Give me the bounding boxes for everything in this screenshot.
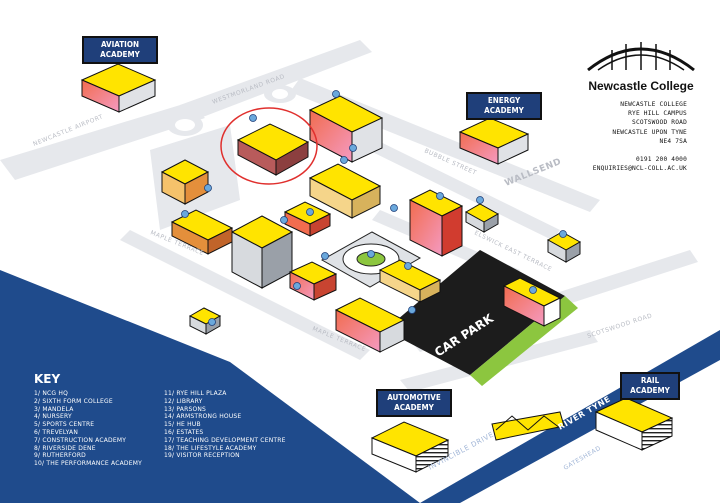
key-column-1: 1/ NCG HQ 2/ SIXTH FORM COLLEGE 3/ MANDE… (34, 390, 142, 468)
building-performance[interactable] (378, 259, 442, 303)
pin-icon[interactable] (181, 210, 189, 218)
road-airport (0, 102, 205, 180)
map-key: KEY 1/ NCG HQ 2/ SIXTH FORM COLLEGE 3/ M… (34, 372, 286, 468)
map-pins (116, 56, 567, 326)
key-item: 15/ HE HUB (163, 421, 201, 429)
pin-icon[interactable] (280, 216, 288, 224)
email-link[interactable]: ENQUIRIES@NCL-COLL.AC.UK (592, 165, 687, 173)
pin-icon[interactable] (529, 286, 537, 294)
key-item: 10/ THE PERFORMANCE ACADEMY (34, 460, 142, 468)
building-teaching-centre[interactable] (464, 203, 500, 233)
key-item: 9/ RUTHERFORD (34, 452, 87, 460)
college-name: Newcastle College (588, 79, 694, 93)
energy-academy-badge[interactable]: ENERGY ACADEMY (466, 92, 542, 120)
building-riverside-dene[interactable] (334, 297, 406, 353)
key-item: 16/ ESTATES (163, 428, 204, 436)
badge-line: ACADEMY (630, 386, 670, 395)
phone-number[interactable]: 0191 200 4000 (635, 156, 687, 164)
building-ncg-hq[interactable] (236, 123, 310, 176)
pin-icon[interactable] (321, 252, 329, 260)
building-automotive-academy[interactable] (370, 421, 450, 473)
badge-line: AUTOMOTIVE (387, 393, 441, 402)
pin-icon[interactable] (332, 90, 340, 98)
key-item: 4/ NURSERY (34, 413, 72, 421)
key-item: 12/ LIBRARY (163, 397, 203, 405)
key-item: 11/ RYE HILL PLAZA (163, 390, 227, 397)
road-bubble-street (352, 132, 560, 240)
key-item: 18/ THE LIFESTYLE ACADEMY (163, 444, 257, 452)
pin-icon[interactable] (476, 196, 484, 204)
address-line: NEWCASTLE COLLEGE (620, 101, 687, 108)
pin-icon[interactable] (408, 306, 416, 314)
road-maple-terrace (120, 230, 370, 360)
pin-icon[interactable] (306, 208, 314, 216)
building-sixth-form[interactable] (230, 215, 294, 289)
address-line: NE4 7SA (659, 137, 687, 145)
badge-line: ACADEMY (394, 403, 434, 412)
key-item: 5/ SPORTS CENTRE (34, 421, 95, 429)
pin-icon[interactable] (293, 282, 301, 290)
building-rutherford[interactable] (308, 163, 382, 219)
college-address: NEWCASTLE COLLEGE RYE HILL CAMPUS SCOTSW… (593, 100, 687, 173)
bridge-arch-logo-icon (587, 42, 695, 72)
building-estates[interactable] (546, 231, 582, 263)
building-trevelyan[interactable] (308, 95, 384, 163)
building-library[interactable] (288, 261, 338, 301)
address-line: SCOTSWOOD ROAD (632, 119, 687, 127)
address-line: RYE HILL CAMPUS (628, 110, 687, 118)
building-nursery[interactable] (160, 159, 210, 205)
key-item: 13/ PARSONS (163, 405, 207, 413)
pin-icon[interactable] (204, 184, 212, 192)
road-westmorland (180, 40, 372, 120)
badge-line: ENERGY (487, 96, 521, 105)
pin-icon[interactable] (249, 114, 257, 122)
pin-icon[interactable] (340, 156, 348, 164)
road-label: SCOTSWOOD ROAD (586, 312, 653, 340)
badge-line: ACADEMY (484, 106, 524, 115)
key-item: 8/ RIVERSIDE DENE (34, 444, 96, 452)
pin-icon[interactable] (349, 144, 357, 152)
key-item: 6/ TREVELYAN (34, 428, 79, 436)
building-energy-academy[interactable] (458, 117, 530, 165)
building-armstrong-tower[interactable] (408, 189, 464, 257)
key-item: 7/ CONSTRUCTION ACADEMY (34, 436, 127, 444)
aviation-academy-badge[interactable]: AVIATION ACADEMY (82, 36, 158, 64)
building-aviation-academy[interactable] (80, 63, 157, 113)
pin-icon[interactable] (559, 230, 567, 238)
key-item: 17/ TEACHING DEVELOPMENT CENTRE (163, 436, 286, 444)
pin-icon[interactable] (367, 250, 375, 258)
key-item: 19/ VISITOR RECEPTION (163, 452, 240, 460)
automotive-academy-badge[interactable]: AUTOMOTIVE ACADEMY (376, 389, 452, 417)
roundabouts (167, 85, 296, 136)
rye-hill-plaza[interactable] (320, 231, 422, 288)
key-item: 1/ NCG HQ (34, 390, 69, 397)
tyne-bridge (491, 411, 565, 441)
badge-line: ACADEMY (100, 50, 140, 59)
building-rail-academy[interactable] (594, 397, 674, 451)
pin-icon[interactable] (404, 262, 412, 270)
key-column-2: 11/ RYE HILL PLAZA 12/ LIBRARY 13/ PARSO… (164, 390, 286, 468)
river-region (0, 270, 420, 503)
key-item: 2/ SIXTH FORM COLLEGE (34, 397, 113, 405)
pin-icon[interactable] (208, 318, 216, 326)
key-item: 14/ ARMSTRONG HOUSE (163, 413, 242, 421)
key-title: KEY (34, 372, 61, 386)
badge-line: AVIATION (101, 40, 139, 49)
badge-line: RAIL (640, 376, 660, 385)
building-parsons[interactable] (283, 201, 332, 237)
hq-highlight-ring (220, 107, 318, 185)
campus-buildings (80, 63, 674, 473)
key-item: 3/ MANDELA (34, 405, 74, 413)
pin-icon[interactable] (390, 204, 398, 212)
pin-icon[interactable] (436, 192, 444, 200)
address-line: NEWCASTLE UPON TYNE (612, 128, 687, 136)
college-logo: Newcastle College (578, 36, 704, 93)
rail-academy-badge[interactable]: RAIL ACADEMY (620, 372, 680, 400)
